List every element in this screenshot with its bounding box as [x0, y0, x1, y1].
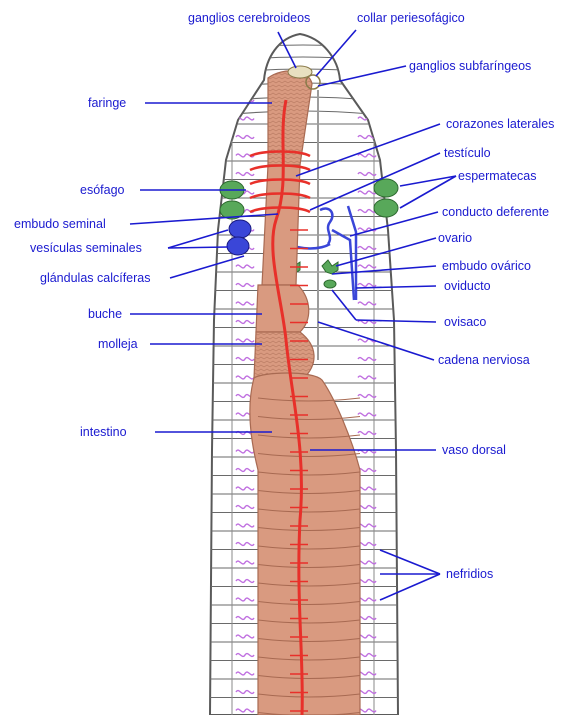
label-ganglios-subfaringeos: ganglios subfaríngeos: [409, 59, 531, 73]
label-buche: buche: [88, 307, 122, 321]
label-espermatecas: espermatecas: [458, 169, 537, 183]
label-glandulas-calciferas: glándulas calcíferas: [40, 271, 150, 285]
label-cadena-nerviosa: cadena nerviosa: [438, 353, 530, 367]
label-intestino: intestino: [80, 425, 127, 439]
label-collar-periesofagico: collar periesofágico: [357, 11, 465, 25]
label-faringe: faringe: [88, 96, 126, 110]
label-ovisaco: ovisaco: [444, 315, 486, 329]
gizzard: [254, 332, 314, 378]
label-vaso-dorsal: vaso dorsal: [442, 443, 506, 457]
label-esofago: esófago: [80, 183, 125, 197]
label-ganglios-cerebroideos: ganglios cerebroideos: [188, 11, 310, 25]
label-ovario: ovario: [438, 231, 472, 245]
label-corazones-laterales: corazones laterales: [446, 117, 554, 131]
label-embudo-seminal: embudo seminal: [14, 217, 106, 231]
label-oviducto: oviducto: [444, 279, 491, 293]
label-conducto-deferente: conducto deferente: [442, 205, 549, 219]
label-nefridios: nefridios: [446, 567, 493, 581]
label-vesiculas-seminales: vesículas seminales: [30, 241, 142, 255]
label-testiculo: testículo: [444, 146, 491, 160]
label-embudo-ovarico: embudo ovárico: [442, 259, 531, 273]
label-molleja: molleja: [98, 337, 138, 351]
